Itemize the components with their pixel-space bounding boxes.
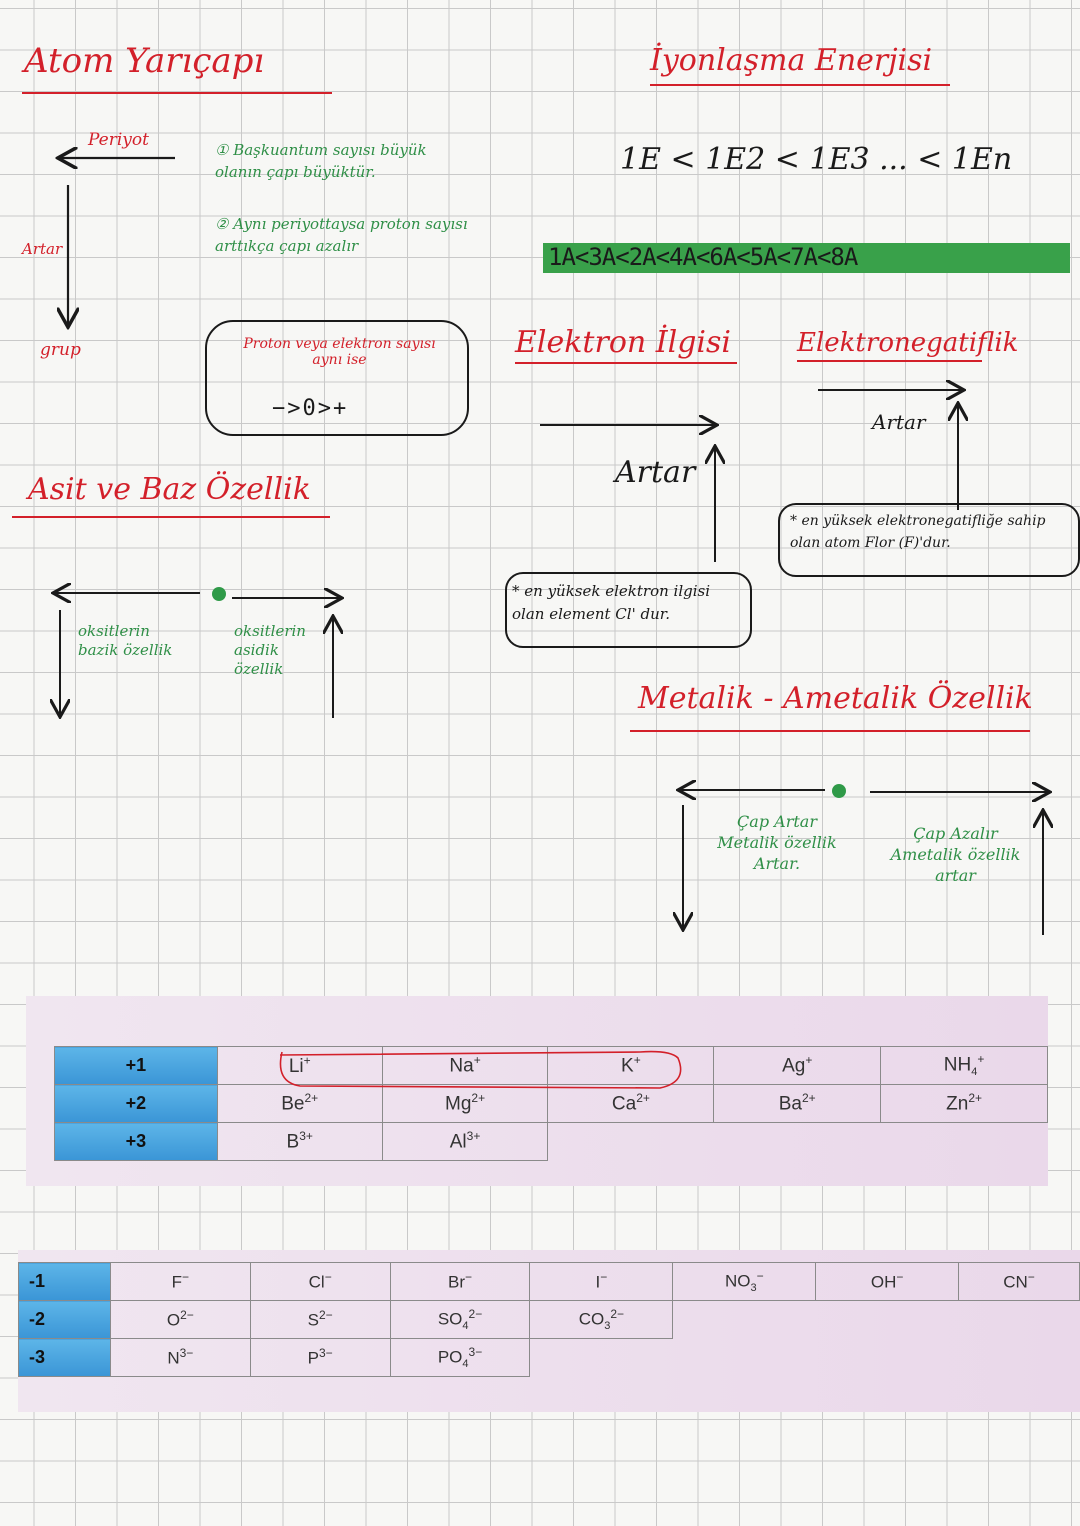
ion-cell: N3−: [109, 1338, 251, 1377]
empty-cell: [673, 1301, 816, 1339]
ion-cell: Ba2+: [713, 1084, 882, 1123]
atom-radius-title: Atom Yarıçapı: [24, 41, 265, 81]
cation-table: +1 Li+ Na+ K+ Ag+ NH4+ +2 Be2+ Mg2+ Ca2+…: [54, 1046, 1048, 1161]
title-underline: [650, 84, 950, 86]
ion-cell: F−: [109, 1262, 251, 1301]
cloud-text: Proton veya elektron sayısı aynı ise: [243, 336, 436, 368]
table-row: +2 Be2+ Mg2+ Ca2+ Ba2+ Zn2+: [54, 1084, 1048, 1123]
empty-cell: [816, 1339, 959, 1377]
period-label: Periyot: [88, 130, 149, 150]
electroneg-increase-label: Artar: [872, 410, 926, 434]
empty-cell: [530, 1339, 673, 1377]
charge-cell: +3: [54, 1122, 218, 1161]
acidic-oxide-note: oksitlerin asidik özellik: [234, 622, 306, 678]
ionization-formula: 1E < 1E2 < 1E3 ... < 1En: [620, 142, 1013, 177]
ion-cell: Br−: [389, 1262, 531, 1301]
green-dot: [832, 784, 846, 798]
empty-cell: [816, 1301, 959, 1339]
proton-electron-cloud: [205, 320, 469, 436]
ion-cell: Cl−: [249, 1262, 391, 1301]
ion-symbol: Li+: [288, 1053, 311, 1077]
basic-oxide-note: oksitlerin bazik özellik: [78, 622, 173, 659]
charge-cell: -2: [18, 1300, 111, 1339]
empty-cell: [959, 1301, 1080, 1339]
title-underline: [630, 730, 1030, 732]
metallic-note: Çap Artar Metalik özellik Artar.: [717, 812, 837, 873]
ion-cell: CO32−: [529, 1300, 674, 1339]
electron-affinity-title: Elektron İlgisi: [515, 325, 731, 360]
metallic-title: Metalik - Ametalik Özellik: [638, 681, 1033, 716]
affinity-note: * en yüksek elektron ilgisi olan element…: [512, 582, 711, 623]
increase-label: Artar: [22, 240, 63, 258]
affinity-note-box: [505, 572, 752, 648]
ion-cell: NO3−: [672, 1262, 817, 1301]
electronegativity-title: Elektronegatiflik: [797, 328, 1019, 358]
ionization-title: İyonlaşma Enerjisi: [650, 43, 933, 78]
ion-cell: NH4+: [880, 1046, 1048, 1085]
green-highlight: [543, 243, 1070, 273]
anion-table: -1 F− Cl− Br− I− NO3− OH− CN− -2 O2− S2−…: [18, 1262, 1080, 1377]
affinity-increase-label: Artar: [615, 455, 696, 490]
ion-cell: O2−: [109, 1300, 251, 1339]
charge-cell: -1: [18, 1262, 111, 1301]
radius-note-1: ① Başkuantum sayısı büyük olanın çapı bü…: [215, 141, 427, 181]
group-label: grup: [40, 340, 81, 360]
table-row: +1 Li+ Na+ K+ Ag+ NH4+: [54, 1046, 1048, 1085]
table-row: -3 N3− P3− PO43−: [18, 1338, 1080, 1377]
title-underline: [797, 360, 982, 362]
nonmetallic-note: Çap Azalır Ametalik özellik artar: [890, 824, 1021, 885]
table-row: -2 O2− S2− SO42− CO32−: [18, 1300, 1080, 1339]
table-row: -1 F− Cl− Br− I− NO3− OH− CN−: [18, 1262, 1080, 1301]
ion-cell: B3+: [216, 1122, 383, 1161]
title-underline: [515, 362, 737, 364]
group-order: 1A<3A<2A<4A<6A<5A<7A<8A: [548, 243, 858, 271]
cloud-formula: −>0>+: [272, 396, 349, 421]
charge-cell: +1: [54, 1046, 218, 1085]
ion-cell: Al3+: [381, 1122, 549, 1161]
electroneg-note-box: [778, 503, 1080, 577]
ion-cell: Zn2+: [880, 1084, 1048, 1123]
ion-cell: S2−: [249, 1300, 391, 1339]
ion-cell: I−: [529, 1262, 674, 1301]
ion-cell: PO43−: [389, 1338, 531, 1377]
ion-cell: CN−: [958, 1262, 1080, 1301]
ion-cell: OH−: [815, 1262, 960, 1301]
green-dot: [212, 587, 226, 601]
radius-note-2: ② Aynı periyottaysa proton sayısı arttık…: [215, 215, 468, 255]
table-row: +3 B3+ Al3+: [54, 1122, 1048, 1161]
ion-cell: Ag+: [713, 1046, 882, 1085]
empty-cell: [959, 1339, 1080, 1377]
acid-base-title: Asit ve Baz Özellik: [28, 472, 311, 507]
ion-cell: Ca2+: [547, 1084, 715, 1123]
ion-cell: P3−: [249, 1338, 391, 1377]
empty-cell: [673, 1339, 816, 1377]
title-underline: [22, 92, 332, 94]
electroneg-note: * en yüksek elektronegatifliğe sahip ola…: [790, 513, 1046, 552]
title-underline: [12, 516, 330, 518]
charge-cell: -3: [18, 1338, 111, 1377]
ion-cell: SO42−: [389, 1300, 531, 1339]
